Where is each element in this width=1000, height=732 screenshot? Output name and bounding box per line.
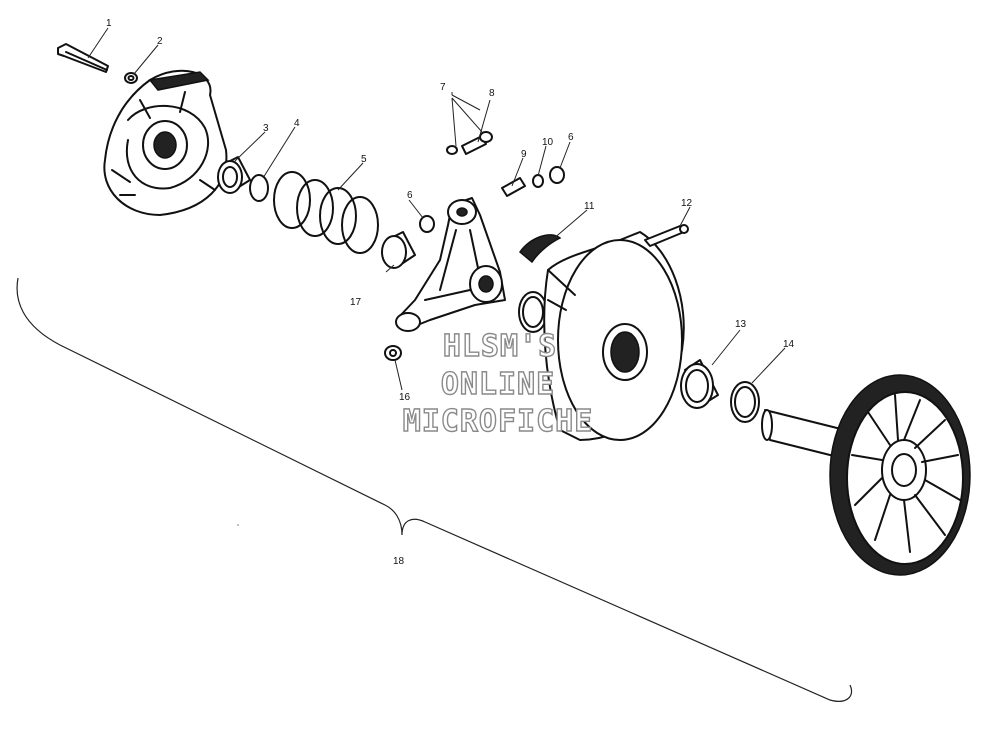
callout-10: 10 <box>542 137 554 148</box>
callout-6-right: 6 <box>568 132 574 143</box>
part-7-8-pin-washers <box>446 131 493 155</box>
callout-6-left: 6 <box>407 190 413 201</box>
part-14-ring <box>730 381 760 423</box>
part-2-washer <box>124 72 138 84</box>
leader-lines <box>87 27 786 391</box>
callout-2: 2 <box>157 36 163 47</box>
callout-8: 8 <box>489 88 495 99</box>
part-13-bushing <box>680 359 719 409</box>
assembly-bracket <box>16 277 853 702</box>
watermark-line-1: HLSM'S <box>443 329 557 364</box>
part-6-roller-left <box>419 215 435 233</box>
callout-18: 18 <box>393 556 405 567</box>
part-5-spring <box>273 171 379 254</box>
part-12-pin <box>644 224 689 247</box>
callout-1: 1 <box>106 18 112 29</box>
callout-9: 9 <box>521 149 527 160</box>
callout-13: 13 <box>735 319 747 330</box>
callout-5: 5 <box>361 154 367 165</box>
part-11-weight <box>518 234 562 264</box>
stray-dot <box>237 524 239 526</box>
watermark-line-3: MICROFICHE <box>403 404 594 439</box>
spider-arm-assembly <box>395 197 506 332</box>
callout-7: 7 <box>440 82 446 93</box>
left-cover <box>103 69 228 216</box>
part-3-bushing <box>217 156 251 194</box>
watermark: HLSM'S ONLINE MICROFICHE <box>402 328 594 439</box>
part-17-cup <box>381 231 416 269</box>
callout-labels: 1 2 3 4 5 6 7 8 9 10 6 11 12 13 14 16 17… <box>106 18 795 567</box>
callout-12: 12 <box>681 198 693 209</box>
spider-seal-ring <box>518 291 548 333</box>
callout-3: 3 <box>263 123 269 134</box>
part-10-washer <box>532 174 544 188</box>
part-9-pin <box>501 177 526 197</box>
callout-14: 14 <box>783 339 795 350</box>
callout-16: 16 <box>399 392 411 403</box>
part-16-nut <box>384 345 402 361</box>
callout-11: 11 <box>584 201 595 212</box>
part-4-snap-ring <box>249 174 269 202</box>
fixed-sheave <box>761 374 971 576</box>
part-1-bolt <box>57 43 109 73</box>
callout-4: 4 <box>294 118 300 129</box>
moveable-sheave <box>543 231 685 441</box>
watermark-line-2: ONLINE <box>441 367 555 402</box>
part-6-roller-right <box>549 166 565 184</box>
callout-17: 17 <box>350 297 362 308</box>
